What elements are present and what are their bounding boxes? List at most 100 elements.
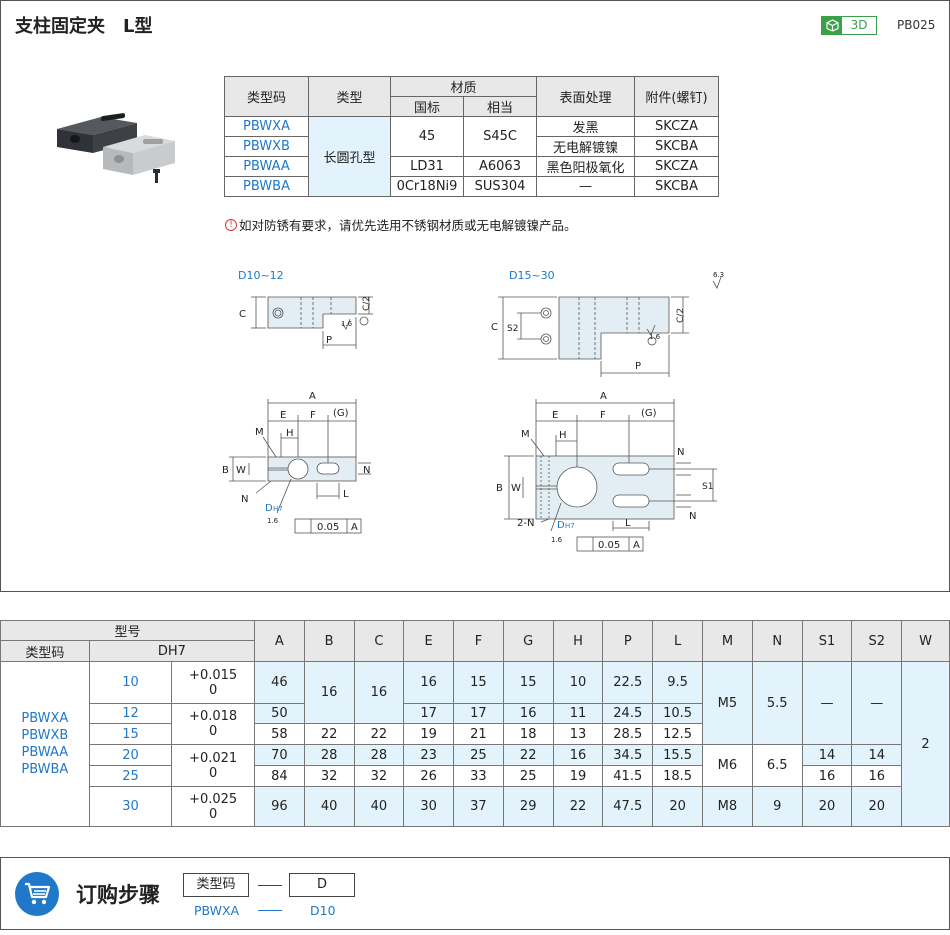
order-dash xyxy=(258,885,282,886)
cell-s1: 20 xyxy=(801,786,853,827)
cell-b: 16 xyxy=(303,661,355,724)
cell-p: 24.5 xyxy=(602,703,654,724)
type-cell: 长圆孔型 xyxy=(308,116,391,197)
note-text: 如对防锈有要求，请优先选用不锈钢材质或无电解镀镍产品。 xyxy=(239,218,577,233)
th-surface: 表面处理 xyxy=(536,76,635,117)
d-value[interactable]: 10 xyxy=(88,661,173,704)
cell-f: 37 xyxy=(453,786,504,827)
cell-s2: — xyxy=(851,661,903,745)
d-value[interactable]: 25 xyxy=(88,765,173,787)
dim-p-left: P xyxy=(326,335,332,346)
spec-type-code[interactable]: PBWXB xyxy=(21,728,69,743)
cell-a: 70 xyxy=(253,744,305,766)
d-value[interactable]: 15 xyxy=(88,723,173,745)
dim-m-left: M xyxy=(255,427,264,438)
cell-e: 17 xyxy=(403,703,455,724)
th-col: B xyxy=(303,620,355,662)
cell-l: 15.5 xyxy=(652,744,704,766)
th-col: E xyxy=(403,620,455,662)
spec-type-code[interactable]: PBWXA xyxy=(21,711,69,726)
surface-cell: 无电解镀镍 xyxy=(536,136,635,157)
dim-b-left: B xyxy=(222,465,229,476)
roughness-6-3: 6.3 xyxy=(713,271,724,279)
cell-s2: 14 xyxy=(851,744,903,766)
cell-n: 6.5 xyxy=(751,744,803,787)
dim-c-left: C xyxy=(239,309,246,320)
3d-model-button[interactable]: 3D xyxy=(821,16,877,35)
cell-s1: 14 xyxy=(801,744,853,766)
accessory-cell: SKCZA xyxy=(634,116,719,137)
drawing-label-left: D10~12 xyxy=(238,269,284,282)
order-panel: 订购步骤 类型码 D PBWXA D10 xyxy=(0,857,950,930)
material-eq-cell: SUS304 xyxy=(463,176,537,197)
cell-f: 17 xyxy=(453,703,504,724)
dim-h7-right: H7 xyxy=(565,522,575,530)
flatness-right: 0.05 xyxy=(598,540,620,551)
spec-table: 型号 A B C E F G H P L M N S1 S2 W 类型码 DH7… xyxy=(0,620,950,827)
cell-p: 34.5 xyxy=(602,744,654,766)
cell-a: 84 xyxy=(253,765,305,787)
dim-w-left: W xyxy=(236,465,246,476)
cell-e: 30 xyxy=(403,786,455,827)
cell-s2: 20 xyxy=(851,786,903,827)
product-panel: 支柱固定夹 L型 3D PB025 类型码 类型 材质 表面处理 xyxy=(0,0,950,592)
cell-e: 16 xyxy=(403,661,455,704)
d-value[interactable]: 12 xyxy=(88,703,173,724)
cell-p: 47.5 xyxy=(602,786,654,827)
dim-n3-right: N xyxy=(689,511,696,522)
page-code: PB025 xyxy=(897,18,936,32)
dim-l-right: L xyxy=(625,518,631,529)
type-code-cell[interactable]: PBWBA xyxy=(224,176,309,197)
dim-n2-left: N xyxy=(241,494,248,505)
3d-label: 3D xyxy=(850,18,868,32)
warning-icon: ! xyxy=(225,218,237,231)
dim-l-left: L xyxy=(343,489,349,500)
cell-c: 32 xyxy=(353,765,405,787)
cell-h: 11 xyxy=(552,703,604,724)
type-code-cell[interactable]: PBWAA xyxy=(224,156,309,177)
cell-a: 50 xyxy=(253,703,305,724)
dim-g-right: (G) xyxy=(641,408,657,419)
cell-p: 41.5 xyxy=(602,765,654,787)
type-code-cell[interactable]: PBWXA xyxy=(224,116,309,137)
datum-left: A xyxy=(351,522,358,533)
cell-b: 28 xyxy=(303,744,355,766)
cell-l: 10.5 xyxy=(652,703,704,724)
drawing-label-right: D15~30 xyxy=(509,269,555,282)
spec-type-codes: PBWXA PBWXB PBWAA PBWBA xyxy=(0,661,90,827)
dim-s2-right: S2 xyxy=(507,324,518,334)
dim-n-left: N xyxy=(363,465,370,476)
order-example-code: PBWXA xyxy=(194,903,240,918)
th-accessory: 附件(螺钉) xyxy=(634,76,719,117)
dim-b-right: B xyxy=(496,483,503,494)
th-col: W xyxy=(901,620,950,662)
cell-a: 58 xyxy=(253,723,305,745)
flatness-left: 0.05 xyxy=(317,522,339,533)
d-value[interactable]: 30 xyxy=(88,786,173,827)
spec-type-code[interactable]: PBWBA xyxy=(21,762,69,777)
th-model: 型号 xyxy=(0,620,255,641)
cell-f: 33 xyxy=(453,765,504,787)
cell-s2: 16 xyxy=(851,765,903,787)
cell-c: 28 xyxy=(353,744,405,766)
dim-c2-right: C/2 xyxy=(676,308,686,323)
dim-e-left: E xyxy=(280,410,286,421)
cell-b: 40 xyxy=(303,786,355,827)
d-value[interactable]: 20 xyxy=(88,744,173,766)
dim-h7-left: H7 xyxy=(273,505,283,513)
spec-type-code[interactable]: PBWAA xyxy=(21,745,69,760)
dim-w-right: W xyxy=(511,483,521,494)
technical-drawing: C P A E F (G) M H B W N L N D H7 1.6 0.0… xyxy=(222,271,724,552)
cell-h: 10 xyxy=(552,661,604,704)
cell-m: M6 xyxy=(702,744,753,787)
dim-p-right: P xyxy=(635,361,641,372)
cell-f: 25 xyxy=(453,744,504,766)
cell-g: 16 xyxy=(502,703,554,724)
cell-b: 22 xyxy=(303,723,355,745)
cell-l: 20 xyxy=(652,786,704,827)
datum-right: A xyxy=(633,540,640,551)
th-col: L xyxy=(652,620,704,662)
